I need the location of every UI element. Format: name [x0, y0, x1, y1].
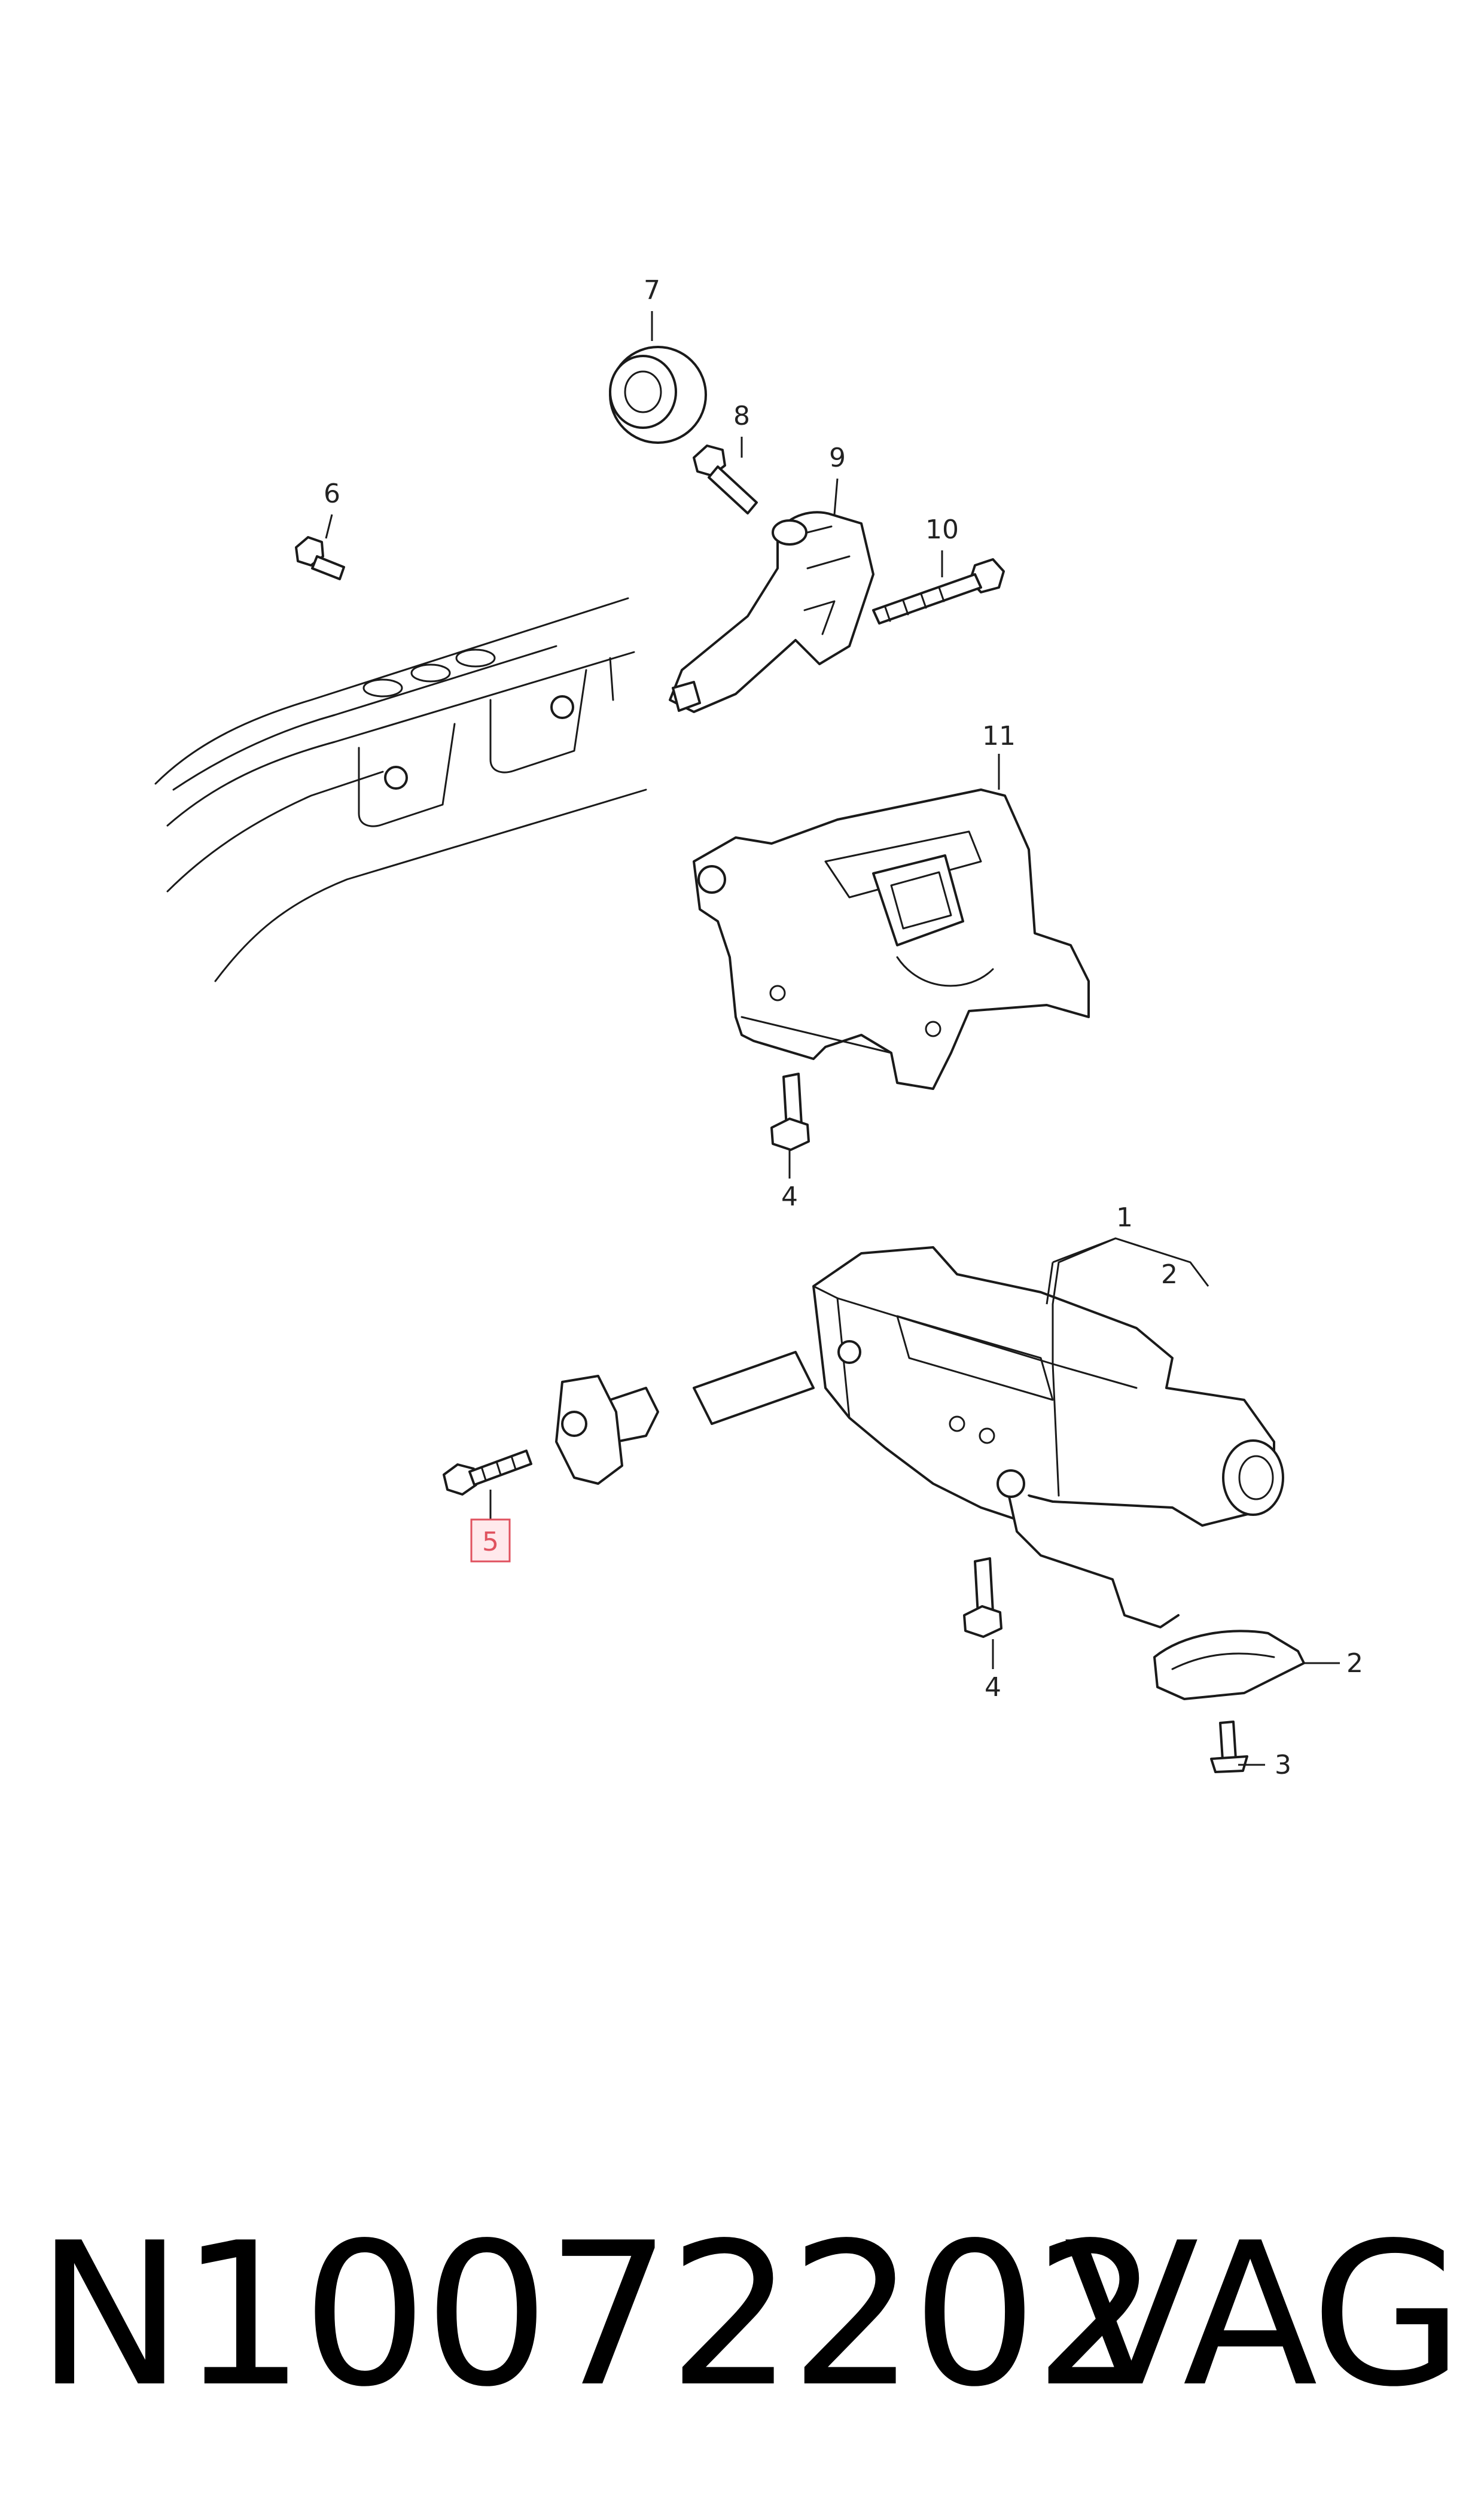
footer: N10072202 VAG: [0, 2190, 1484, 2441]
bracket-part-9[interactable]: [669, 511, 874, 713]
callout-5-highlight[interactable]: 5: [470, 1518, 511, 1563]
callout-2-top: 2: [1161, 1259, 1178, 1290]
callout-2-side: 2: [1346, 1648, 1363, 1679]
callout-10: 10: [925, 514, 959, 545]
bolt-part-4-upper[interactable]: [770, 1073, 810, 1151]
callout-5-box: [470, 1518, 511, 1563]
steering-column-part-1[interactable]: [555, 1246, 1284, 1628]
bolt-part-5[interactable]: [443, 1450, 532, 1496]
callout-6: 6: [324, 479, 340, 509]
bushing-part-7[interactable]: [609, 346, 707, 444]
callout-11: 11: [982, 721, 1016, 751]
dashboard-cross-member: [154, 597, 647, 982]
screw-part-3[interactable]: [1210, 1721, 1248, 1773]
bolt-part-10[interactable]: [872, 558, 1005, 625]
callout-5: 5: [482, 1527, 499, 1557]
leader-lines: [325, 311, 1340, 1766]
brand-name: VAG: [1064, 2200, 1464, 2430]
callout-4-lower: 4: [985, 1672, 1001, 1703]
callout-3: 3: [1275, 1750, 1291, 1780]
part-number: N10072202: [36, 2200, 1160, 2430]
bolt-part-6[interactable]: [295, 536, 345, 580]
callout-7: 7: [644, 275, 660, 306]
mounting-bracket-part-11[interactable]: [693, 788, 1090, 1090]
callout-4-upper: 4: [781, 1182, 798, 1212]
callout-1: 1: [1116, 1202, 1133, 1233]
bolt-part-8[interactable]: [693, 444, 758, 514]
cover-part-2[interactable]: [1153, 1630, 1305, 1700]
exploded-parts-diagram: 7 8 9 10 6 11 4 1 2 4 2 3 5: [154, 275, 1363, 1780]
callout-9: 9: [829, 443, 846, 473]
bolt-part-4-lower[interactable]: [963, 1557, 1002, 1638]
callout-8: 8: [733, 401, 750, 431]
